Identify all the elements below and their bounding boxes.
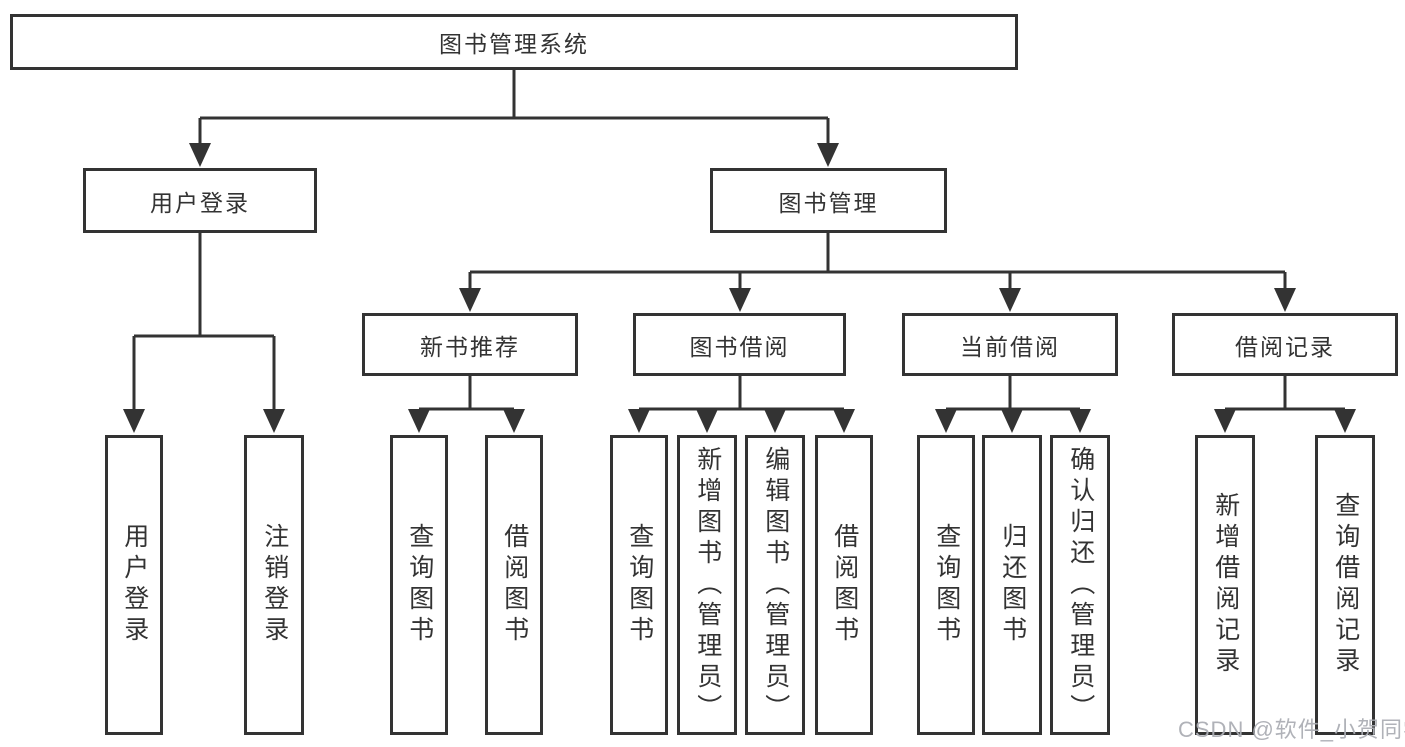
leaf-borrow-books-recommend-label: 借阅图书 [500, 523, 529, 647]
leaf-edit-books-admin-label: 编辑图书（管理员） [761, 445, 790, 725]
leaf-logout-label: 注销登录 [260, 523, 289, 647]
leaf-borrow-books-label: 借阅图书 [830, 523, 859, 647]
node-new-book-recommend: 新书推荐 [362, 313, 578, 376]
leaf-search-books-current-label: 查询图书 [932, 523, 961, 647]
leaf-return-books: 归还图书 [982, 435, 1042, 735]
leaf-borrow-books: 借阅图书 [815, 435, 873, 735]
connector-strokes [132, 70, 1347, 414]
leaf-return-books-label: 归还图书 [998, 523, 1027, 647]
leaf-add-books-admin: 新增图书（管理员） [677, 435, 737, 735]
leaf-user-login: 用户登录 [105, 435, 163, 735]
node-system-root-label: 图书管理系统 [439, 31, 589, 57]
node-current-borrowing: 当前借阅 [902, 313, 1118, 376]
leaf-edit-books-admin: 编辑图书（管理员） [745, 435, 805, 735]
arrowheads [123, 143, 1356, 433]
node-book-borrowing-label: 图书借阅 [689, 333, 790, 360]
node-user-login-label: 用户登录 [150, 189, 250, 216]
node-user-login: 用户登录 [83, 168, 317, 233]
leaf-user-login-label: 用户登录 [120, 523, 149, 647]
leaf-confirm-return-admin: 确认归还（管理员） [1050, 435, 1110, 735]
node-book-borrowing: 图书借阅 [633, 313, 846, 376]
leaf-borrow-books-recommend: 借阅图书 [485, 435, 543, 735]
leaf-add-books-admin-label: 新增图书（管理员） [693, 445, 722, 725]
node-system-root: 图书管理系统 [10, 14, 1018, 70]
node-current-borrowing-label: 当前借阅 [960, 333, 1060, 360]
node-book-management-label: 图书管理 [778, 189, 879, 216]
leaf-logout: 注销登录 [244, 435, 304, 735]
node-new-book-recommend-label: 新书推荐 [420, 333, 520, 360]
leaf-add-borrow-record: 新增借阅记录 [1195, 435, 1255, 735]
leaf-search-borrow-record-label: 查询借阅记录 [1331, 492, 1360, 678]
node-borrow-records: 借阅记录 [1172, 313, 1398, 376]
leaf-search-books-borrowing-label: 查询图书 [625, 523, 654, 647]
csdn-watermark: CSDN @软件_小贺同学 [1178, 717, 1405, 742]
leaf-add-borrow-record-label: 新增借阅记录 [1211, 492, 1240, 678]
node-book-management: 图书管理 [710, 168, 947, 233]
leaf-search-books-recommend: 查询图书 [390, 435, 448, 735]
leaf-search-books-recommend-label: 查询图书 [405, 523, 434, 647]
leaf-search-books-current: 查询图书 [917, 435, 975, 735]
node-borrow-records-label: 借阅记录 [1235, 333, 1335, 360]
leaf-confirm-return-admin-label: 确认归还（管理员） [1066, 445, 1095, 725]
leaf-search-borrow-record: 查询借阅记录 [1315, 435, 1375, 735]
leaf-search-books-borrowing: 查询图书 [610, 435, 668, 735]
